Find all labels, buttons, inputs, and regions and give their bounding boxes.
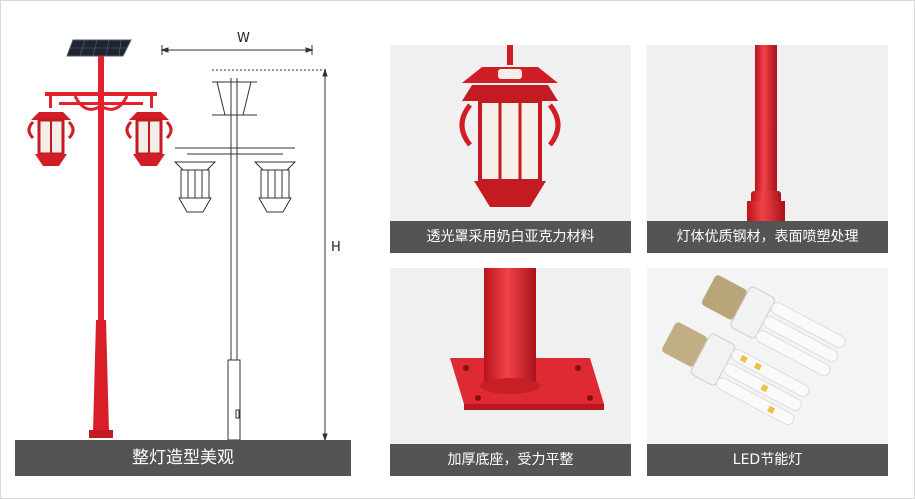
lantern-closeup-image [459,45,561,207]
lamp-diagram-image [27,39,328,440]
solar-panel-icon [66,39,132,57]
caption-base: 加厚底座，受力平整 [390,444,631,476]
caption-lamp-cover: 透光罩采用奶白亚克力材料 [390,221,631,253]
base-plate-image [450,268,604,410]
caption-led: LED节能灯 [647,444,888,476]
red-pole-icon [45,56,157,438]
technical-drawing [160,45,328,440]
caption-pole-body: 灯体优质钢材，表面喷塑处理 [647,221,888,253]
detail-panel-base: 加厚底座，受力平整 [390,268,631,476]
left-lantern-icon [27,112,75,166]
led-bulbs-image [662,275,846,426]
pole-closeup-image [747,45,785,221]
main-product-panel: W H 整灯造型美观 [15,20,351,476]
right-lantern-icon [125,112,173,166]
width-dimension-label: W [237,31,250,46]
detail-panel-led: LED节能灯 [647,268,888,476]
main-caption: 整灯造型美观 [15,440,351,476]
detail-panel-pole-body: 灯体优质钢材，表面喷塑处理 [647,45,888,253]
height-dimension-label: H [331,240,341,255]
detail-panel-lamp-cover: 透光罩采用奶白亚克力材料 [390,45,631,253]
